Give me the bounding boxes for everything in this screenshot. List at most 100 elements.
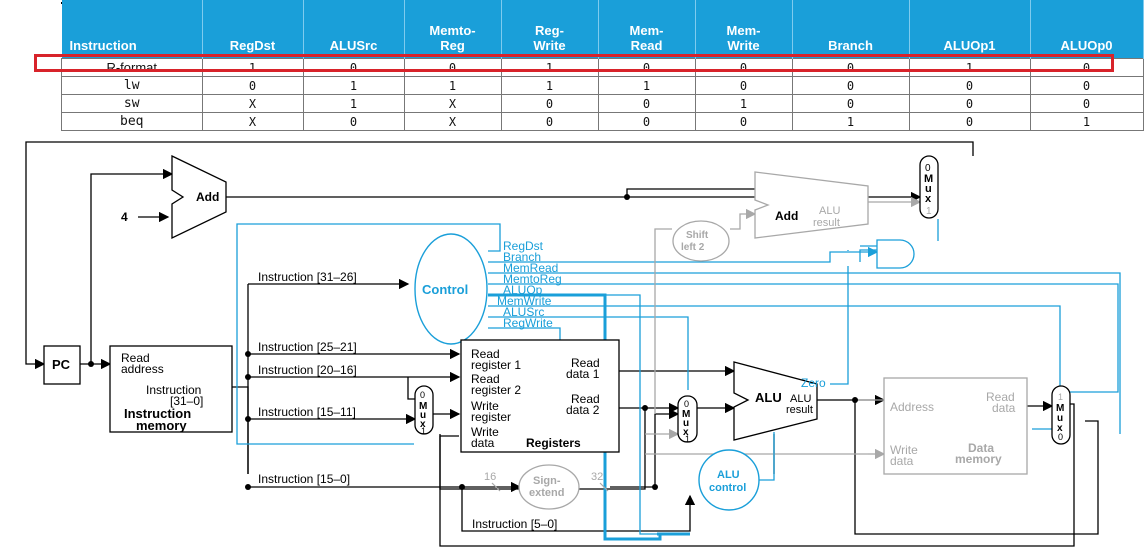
signal-value-cell: 0 [1029,76,1144,95]
shift-left-2 [672,220,730,262]
shift-label-2: left 2 [681,242,705,253]
column-header: Branch [792,0,910,59]
reg-title: Registers [526,436,581,450]
signal-value-cell: 1 [302,94,405,113]
column-header: Memto-Reg [404,0,502,59]
reg-rd1: Read [571,356,600,370]
alu-label: ALU [755,390,782,405]
instruction-memory [109,345,233,433]
junction-dots [88,194,858,490]
pc-label: PC [52,357,71,372]
control-label: Control [422,282,468,297]
imem-address: address [121,362,164,376]
control-signal-label: MemtoReg [503,272,562,286]
reg-wdata: Write [471,425,499,439]
reg-writeb: register [471,410,511,424]
signal-value-cell: 0 [908,76,1031,95]
memtoreg-mux-0: 0 [1058,432,1063,442]
instruction-name-cell: lw [61,76,203,95]
main-alu [733,361,818,441]
instruction-field-label: Instruction [5–0] [472,517,557,531]
imem-title-2: memory [136,418,187,433]
reg-wdatab: data [471,436,495,450]
pc-adder [171,154,227,240]
imem-title: Instruction [124,406,191,421]
regdst-mux-m: M [419,401,427,412]
memtoreg-mux [1051,385,1071,445]
control-signal-labels: RegDstBranchMemReadMemtoRegALUOpMemWrite… [497,239,562,330]
alusrc-mux-0: 0 [684,399,689,409]
alu-res-2: result [786,404,813,416]
reg-read1b: register 1 [471,358,521,372]
signal-value-cell: 0 [694,76,793,95]
dmem-write: Write [890,443,918,457]
regdst-mux-1: 1 [421,426,426,436]
signal-value-cell: 0 [500,112,599,131]
control-signal-label: ALUSrc [503,305,544,319]
regdst-mux-0: 0 [420,390,425,400]
signal-value-cell: 0 [1029,94,1144,113]
control-signal-label: Branch [503,250,541,264]
signal-value-cell: X [201,112,304,131]
signal-value-cell: 1 [791,112,910,131]
r-format-highlight [34,54,1114,72]
control-signal-label: ALUOp [503,283,543,297]
register-file [460,339,620,453]
pc-mux-x: x [925,193,932,205]
zero-label: Zero [801,376,826,390]
dmem-read: Read [986,390,1015,404]
imem-instruction: Instruction [146,383,201,397]
dmem-wdata: data [890,454,914,468]
instruction-field-label: Instruction [15–11] [258,405,356,419]
branch-adder-result: result [813,217,840,229]
dmem-data: data [992,401,1016,415]
column-header: ALUSrc [303,0,405,59]
pc-mux-u: u [925,183,932,195]
column-header: Instruction [61,0,203,59]
dmem-address: Address [890,400,934,414]
signal-value-cell: 1 [1029,112,1144,131]
instruction-name-cell: beq [61,112,203,131]
column-header: Mem-Write [695,0,793,59]
memtoreg-mux-m: M [1056,403,1064,414]
signal-value-cell: 0 [500,94,599,113]
dmem-title: Data [968,441,994,455]
signal-value-cell: 1 [403,76,502,95]
bits-32: 32 [591,471,603,483]
column-header: RegDst [202,0,304,59]
signal-value-cell: 0 [201,76,304,95]
column-header: Mem-Read [598,0,696,59]
reg-read1: Read [471,347,500,361]
signal-value-cell: 1 [302,76,405,95]
signal-value-cell: X [403,112,502,131]
control-signal-label: MemRead [503,261,558,275]
signal-value-cell: 1 [500,76,599,95]
column-header: ALUOp0 [1030,0,1144,59]
signal-value-cell: 0 [597,94,696,113]
signal-value-cell: 0 [302,112,405,131]
instruction-field-label: Instruction [20–16] [258,363,357,377]
signal-value-cell: 0 [908,94,1031,113]
alusrc-mux-u: u [683,418,689,429]
aluop-bus [488,293,690,541]
imem-read: Read [121,351,150,365]
reg-rd1b: data 1 [566,367,600,381]
alusrc-mux-x: x [683,427,689,438]
aluctl-1: ALU [717,469,740,481]
branch-path-wires [645,196,922,460]
instruction-name-cell: sw [61,94,203,113]
instruction-field-label: Instruction [25–21] [258,340,357,354]
pc-source-mux [919,155,939,219]
sign-extend [518,464,580,510]
branch-adder-label: Add [775,209,798,223]
reg-rd2b: data 2 [566,403,600,417]
aluctl-2: control [709,482,746,494]
shift-label: Shift [686,230,709,241]
dmem-title-2: memory [955,452,1002,466]
regdst-mux-x: x [420,419,426,430]
